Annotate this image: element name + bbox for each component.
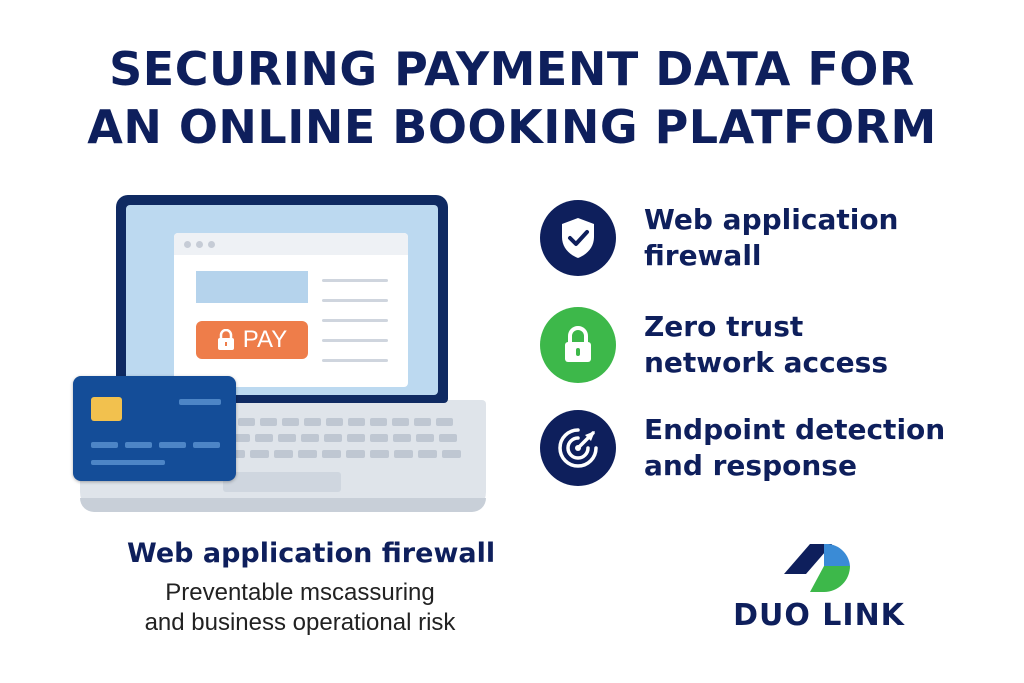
- page-title: SECURING PAYMENT DATA FOR AN ONLINE BOOK…: [0, 40, 1024, 156]
- keyboard-key: [346, 450, 365, 458]
- feature-label-line: network access: [644, 346, 889, 379]
- laptop-touchpad: [223, 472, 341, 492]
- padlock-icon: [565, 326, 591, 362]
- feature-label: Web application firewall: [644, 202, 1024, 274]
- keyboard-key: [232, 434, 250, 442]
- title-line-1: SECURING PAYMENT DATA FOR: [109, 42, 915, 96]
- card-number-block: [91, 442, 118, 448]
- keyboard-key: [324, 434, 342, 442]
- keyboard-key: [348, 418, 365, 426]
- keyboard-key: [282, 418, 299, 426]
- window-dot: [184, 241, 191, 248]
- keyboard-key: [393, 434, 411, 442]
- feature-icon-circle: [540, 410, 616, 486]
- text-line: [322, 339, 388, 342]
- description-line: Preventable mscassuring: [165, 579, 435, 606]
- keyboard-key: [250, 450, 269, 458]
- keyboard-key: [274, 450, 293, 458]
- text-line: [322, 319, 388, 322]
- laptop-base-edge: [80, 498, 486, 512]
- radar-icon: [558, 428, 598, 468]
- title-line-2: AN ONLINE BOOKING PLATFORM: [87, 100, 937, 154]
- section-heading: Web application firewall: [127, 538, 496, 569]
- keyboard-key: [304, 418, 321, 426]
- keyboard-key: [370, 418, 387, 426]
- keyboard-key: [392, 418, 409, 426]
- feature-label-line: and response: [644, 449, 857, 482]
- feature-label-line: Web application: [644, 203, 899, 236]
- browser-title-bar: [174, 233, 408, 255]
- keyboard-key: [260, 418, 277, 426]
- padlock-icon: [217, 329, 234, 350]
- laptop-display: PAY: [126, 205, 438, 395]
- keyboard-key: [414, 418, 431, 426]
- keyboard-key: [416, 434, 434, 442]
- feature-label: Zero trust network access: [644, 309, 1024, 381]
- keyboard-key: [394, 450, 413, 458]
- window-dot: [196, 241, 203, 248]
- feature-label-line: Zero trust: [644, 310, 804, 343]
- text-line: [322, 299, 388, 302]
- text-line: [322, 279, 388, 282]
- keyboard-key: [442, 450, 461, 458]
- text-line: [322, 359, 388, 362]
- keyboard-key: [370, 434, 388, 442]
- pay-button-label: PAY: [242, 326, 288, 353]
- keyboard-key: [238, 418, 255, 426]
- duo-link-logo-icon: [784, 544, 850, 592]
- feature-label-line: Endpoint detection: [644, 413, 946, 446]
- feature-icon-circle: [540, 200, 616, 276]
- card-holder-line: [91, 460, 165, 465]
- keyboard-key: [418, 450, 437, 458]
- keyboard-key: [301, 434, 319, 442]
- card-detail: [179, 399, 221, 405]
- keyboard-key: [326, 418, 343, 426]
- laptop-screen: PAY: [116, 195, 448, 403]
- keyboard-key: [322, 450, 341, 458]
- card-number-block: [125, 442, 152, 448]
- card-number-block: [193, 442, 220, 448]
- description-line: and business operational risk: [144, 609, 456, 636]
- feature-web-application-firewall: Web application firewall: [540, 200, 1024, 276]
- section-description: Preventable mscassuring and business ope…: [100, 578, 500, 638]
- shield-check-icon: [562, 218, 594, 258]
- browser-window: PAY: [174, 233, 408, 387]
- window-dot: [208, 241, 215, 248]
- keyboard-key: [298, 450, 317, 458]
- credit-card: [73, 376, 236, 481]
- feature-label: Endpoint detection and response: [644, 412, 1024, 484]
- feature-endpoint-detection-response: Endpoint detection and response: [540, 410, 1024, 486]
- feature-label-line: firewall: [644, 239, 762, 272]
- card-number-block: [159, 442, 186, 448]
- keyboard-key: [278, 434, 296, 442]
- payment-input-field: [196, 271, 308, 303]
- keyboard-key: [255, 434, 273, 442]
- brand-name: DUO LINK: [733, 598, 905, 633]
- keyboard-key: [347, 434, 365, 442]
- keyboard-key: [436, 418, 453, 426]
- feature-zero-trust-network-access: Zero trust network access: [540, 307, 1024, 383]
- feature-icon-circle: [540, 307, 616, 383]
- pay-button: PAY: [196, 321, 308, 359]
- card-chip: [91, 397, 122, 421]
- keyboard-key: [370, 450, 389, 458]
- keyboard-key: [439, 434, 457, 442]
